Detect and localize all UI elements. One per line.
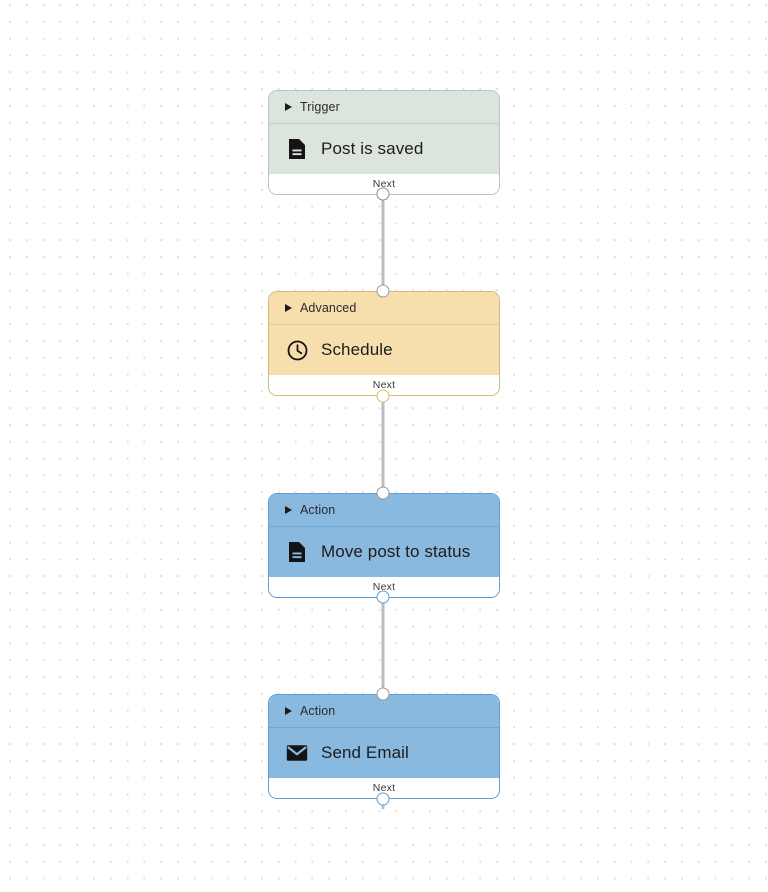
node-footer-next[interactable]: Next: [269, 577, 499, 597]
node-footer-label: Next: [372, 581, 396, 593]
node-footer-label: Next: [372, 178, 396, 190]
edge-advanced-to-move-post[interactable]: [381, 396, 385, 494]
node-title: Send Email: [321, 743, 409, 762]
node-type-label: Advanced: [300, 301, 357, 315]
node-header-trigger[interactable]: Trigger: [269, 91, 499, 124]
node-footer-label: Next: [372, 782, 396, 794]
workflow-node-action-send-email[interactable]: Action Send Email Next: [268, 694, 500, 799]
envelope-icon: [286, 742, 308, 764]
output-port-action-send-email[interactable]: [376, 792, 390, 806]
input-port-advanced[interactable]: [376, 284, 390, 298]
output-port-action-move-post[interactable]: [376, 590, 390, 604]
input-port-action-move-post[interactable]: [376, 486, 390, 500]
node-body-action-move-post[interactable]: Move post to status: [269, 527, 499, 577]
node-type-label: Trigger: [300, 100, 340, 114]
node-footer-label: Next: [372, 379, 396, 391]
node-footer-next[interactable]: Next: [269, 778, 499, 798]
workflow-node-trigger-post-is-saved[interactable]: Trigger Post is saved Next: [268, 90, 500, 195]
expand-caret-icon[interactable]: [285, 304, 292, 312]
node-body-action-send-email[interactable]: Send Email: [269, 728, 499, 778]
node-body-advanced[interactable]: Schedule: [269, 325, 499, 375]
expand-caret-icon[interactable]: [285, 506, 292, 514]
node-type-label: Action: [300, 503, 336, 517]
node-title: Post is saved: [321, 139, 424, 158]
node-body-trigger[interactable]: Post is saved: [269, 124, 499, 174]
output-port-advanced[interactable]: [376, 389, 390, 403]
clock-icon: [286, 339, 308, 361]
node-type-label: Action: [300, 704, 336, 718]
expand-caret-icon[interactable]: [285, 103, 292, 111]
node-footer-next[interactable]: Next: [269, 174, 499, 194]
edge-trigger-to-advanced[interactable]: [381, 194, 385, 292]
node-footer-next[interactable]: Next: [269, 375, 499, 395]
node-title: Move post to status: [321, 542, 471, 561]
node-header-advanced[interactable]: Advanced: [269, 292, 499, 325]
workflow-node-advanced-schedule[interactable]: Advanced Schedule Next: [268, 291, 500, 396]
input-port-action-send-email[interactable]: [376, 687, 390, 701]
document-icon: [286, 541, 308, 563]
output-port-trigger[interactable]: [376, 187, 390, 201]
node-header-action-move-post[interactable]: Action: [269, 494, 499, 527]
document-icon: [286, 138, 308, 160]
edge-move-post-to-send-email[interactable]: [381, 597, 385, 695]
node-header-action-send-email[interactable]: Action: [269, 695, 499, 728]
workflow-node-action-move-post-to-status[interactable]: Action Move post to status Next: [268, 493, 500, 598]
expand-caret-icon[interactable]: [285, 707, 292, 715]
node-title: Schedule: [321, 340, 393, 359]
